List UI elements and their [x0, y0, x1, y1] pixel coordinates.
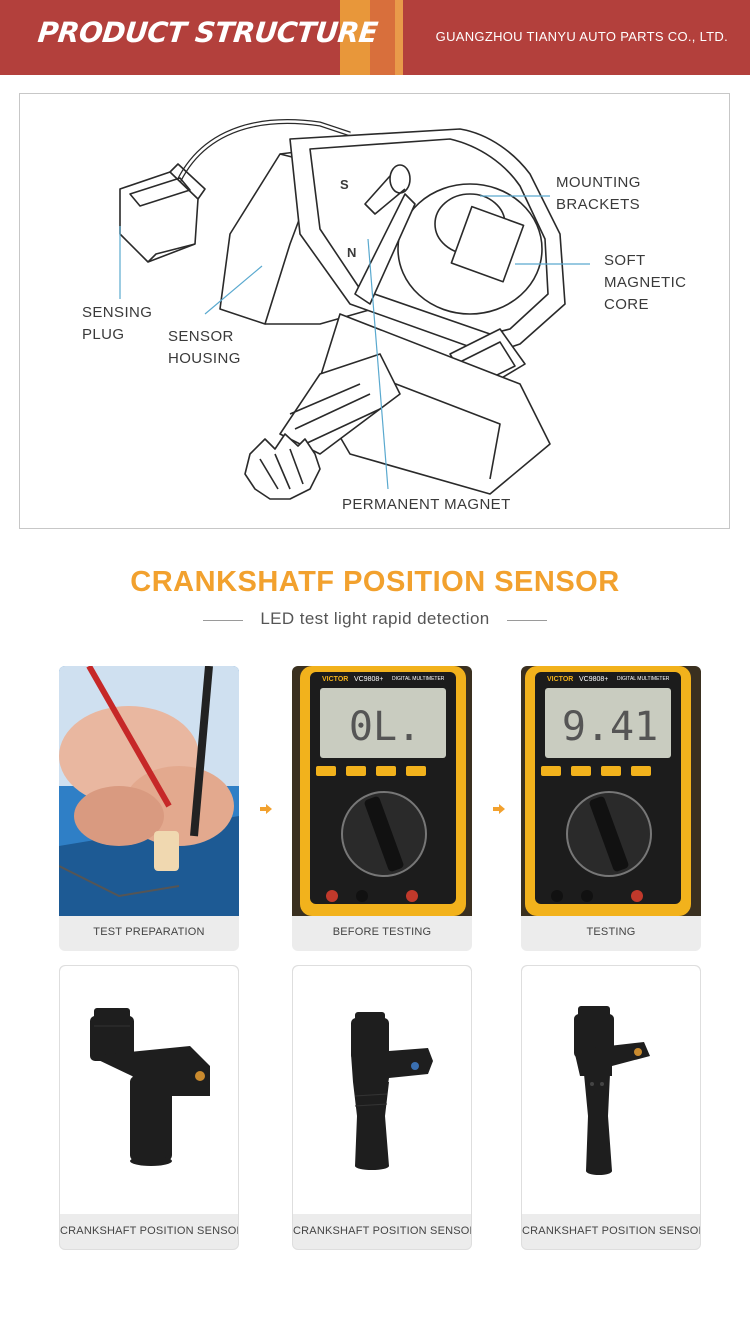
permanent-magnet-label: PERMANENT MAGNET [342, 496, 511, 513]
product-card: CRANKSHAFT POSITION SENSOR [521, 965, 701, 1250]
step-caption: BEFORE TESTING [332, 926, 432, 938]
product-image-box [293, 966, 471, 1214]
arrow-right-icon [493, 804, 505, 814]
sensor-product-image [351, 1012, 433, 1170]
section-subtitle: LED test light rapid detection [260, 609, 490, 628]
pole-n-label: N [347, 245, 357, 260]
step-caption: TEST PREPARATION [93, 926, 205, 938]
meter-brand: VICTOR [547, 676, 574, 683]
product-caption: CRANKSHAFT POSITION SENSOR [293, 1225, 472, 1237]
step-card-testing: VICTOR VC9808+ DIGITAL MULTIMETER 9.41 T… [521, 666, 701, 951]
banner-stripe [340, 0, 370, 75]
header-banner: PRODUCT STRUCTURE GUANGZHOU TIANYU AUTO … [0, 0, 750, 75]
test-preparation-photo [59, 666, 239, 916]
sensing-plug-label: SENSING PLUG [82, 304, 153, 343]
subtitle-divider-right [507, 620, 547, 621]
banner-stripe [395, 0, 403, 75]
product-structure-diagram: S N MOUNTING BRACKETS SOFT MAGNETIC CORE… [19, 93, 730, 529]
page-title: PRODUCT STRUCTURE [36, 16, 380, 49]
sensor-product-image [90, 1008, 210, 1166]
product-card: CRANKSHAFT POSITION SENSOR [292, 965, 472, 1250]
step-caption: TESTING [586, 926, 636, 938]
meter-model: VC9808+ [354, 676, 384, 683]
sensor-line-drawing [119, 119, 590, 500]
meter-display: 9.41 [561, 704, 659, 750]
mounting-brackets-label: MOUNTING BRACKETS [556, 174, 641, 213]
section-title: CRANKSHATF POSITION SENSOR [130, 566, 620, 598]
product-image-box [60, 966, 238, 1214]
meter-brand: VICTOR [322, 676, 349, 683]
product-image-box [522, 966, 700, 1214]
meter-display: 0L. [348, 704, 422, 750]
sensor-product-image [574, 1006, 650, 1175]
subtitle-divider-left [203, 620, 243, 621]
sensor-housing-label: SENSOR HOUSING [168, 328, 241, 367]
step-card-before-testing: VICTOR VC9808+ DIGITAL MULTIMETER 0L. BE… [292, 666, 472, 951]
arrow-right-icon [260, 804, 272, 814]
pole-s-label: S [340, 177, 350, 192]
soft-magnetic-core-label: SOFT MAGNETIC CORE [604, 252, 687, 313]
banner-stripe [370, 0, 395, 75]
meter-subtitle: DIGITAL MULTIMETER [392, 676, 445, 682]
company-name: GUANGZHOU TIANYU AUTO PARTS CO., LTD. [435, 29, 728, 44]
product-caption: CRANKSHAFT POSITION SENSOR [522, 1225, 701, 1237]
meter-subtitle: DIGITAL MULTIMETER [617, 676, 670, 682]
multimeter-photo-testing [521, 666, 701, 916]
multimeter-photo-before [292, 666, 472, 916]
step-card-test-preparation: TEST PREPARATION [59, 666, 239, 951]
product-caption: CRANKSHAFT POSITION SENSOR [60, 1225, 239, 1237]
product-card: CRANKSHAFT POSITION SENSOR [59, 965, 239, 1250]
meter-model: VC9808+ [579, 676, 609, 683]
